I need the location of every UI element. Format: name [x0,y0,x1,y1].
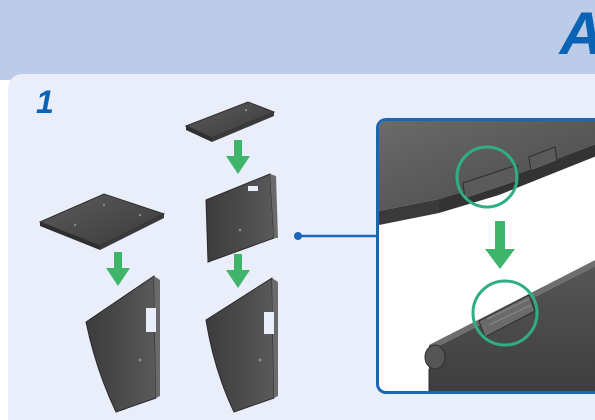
middle-top-plate [184,101,276,142]
detail-bottom-plate [424,260,595,391]
header-bar: A [0,0,595,80]
middle-bottom-arrow [226,254,250,288]
middle-top-arrow [226,140,250,174]
left-down-arrow [106,252,130,286]
detail-illustration [379,121,595,391]
callout-connector [294,232,376,240]
detail-zoom-box [376,118,595,394]
left-stand [85,275,160,413]
detail-down-arrow [485,221,515,269]
left-base-plate [38,193,166,250]
detail-top-plate [379,121,595,225]
step-number: 1 [36,84,54,120]
middle-stand [205,277,278,413]
bottom-highlight-circle [471,279,539,347]
section-letter: A [560,4,595,64]
top-highlight-circle [455,145,519,209]
middle-upright-plate [205,173,278,263]
